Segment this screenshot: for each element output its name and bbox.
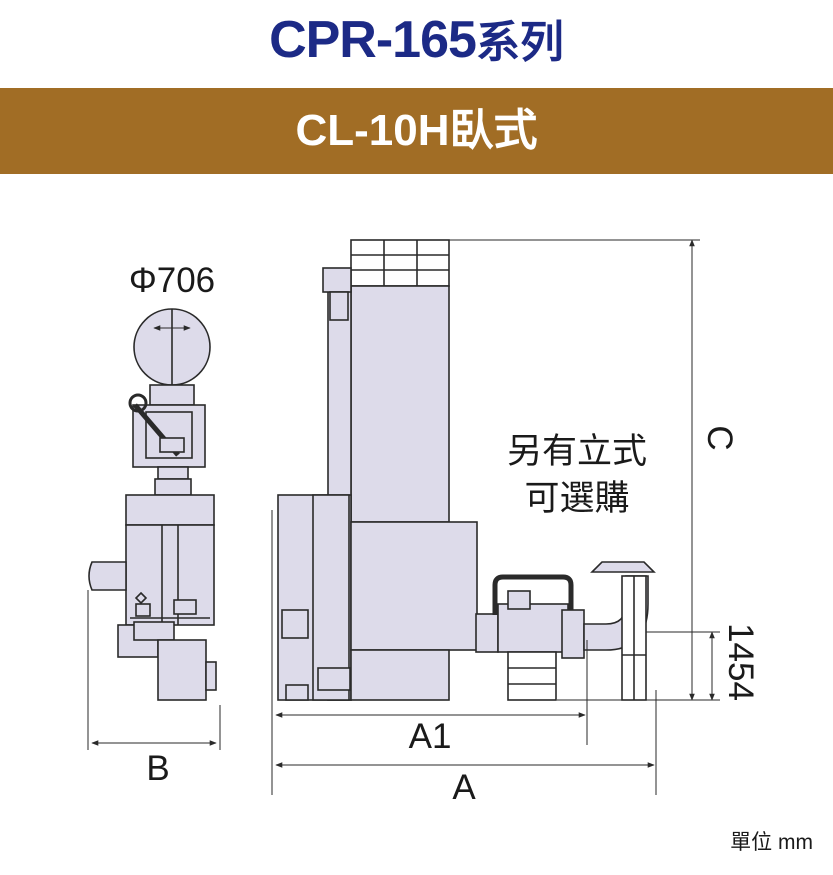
base-block (350, 649, 450, 701)
dim-a-label: A (452, 768, 476, 807)
chimney-cap (590, 561, 656, 573)
front-view (277, 239, 656, 701)
side-view (88, 308, 217, 701)
dimension-lines (87, 239, 720, 795)
page-title: CPR-165系列 (0, 6, 833, 70)
subtitle-text: CL-10H臥式 (295, 106, 538, 155)
note-line-2: 可選購 (524, 479, 629, 518)
note-line-1: 另有立式 (507, 432, 647, 471)
dim-b-label: B (146, 749, 169, 788)
side-hopper (88, 561, 127, 591)
side-neck (149, 384, 195, 406)
pipe-assembly (497, 603, 569, 653)
side-base (157, 639, 207, 701)
lower-body (350, 521, 478, 651)
dim-height-label: 1454 (721, 623, 760, 701)
dim-c-label: C (700, 425, 739, 450)
title-suffix: 系列 (475, 18, 564, 67)
main-tower (350, 285, 450, 523)
unit-note: 單位 mm (730, 831, 813, 854)
diameter-label: Φ706 (129, 261, 215, 300)
title-model: CPR-165 (269, 11, 477, 69)
top-grid-box (350, 239, 450, 287)
subtitle-banner: CL-10H臥式 (0, 88, 833, 174)
side-mid-band (125, 494, 215, 526)
dim-a1-label: A1 (409, 717, 452, 756)
